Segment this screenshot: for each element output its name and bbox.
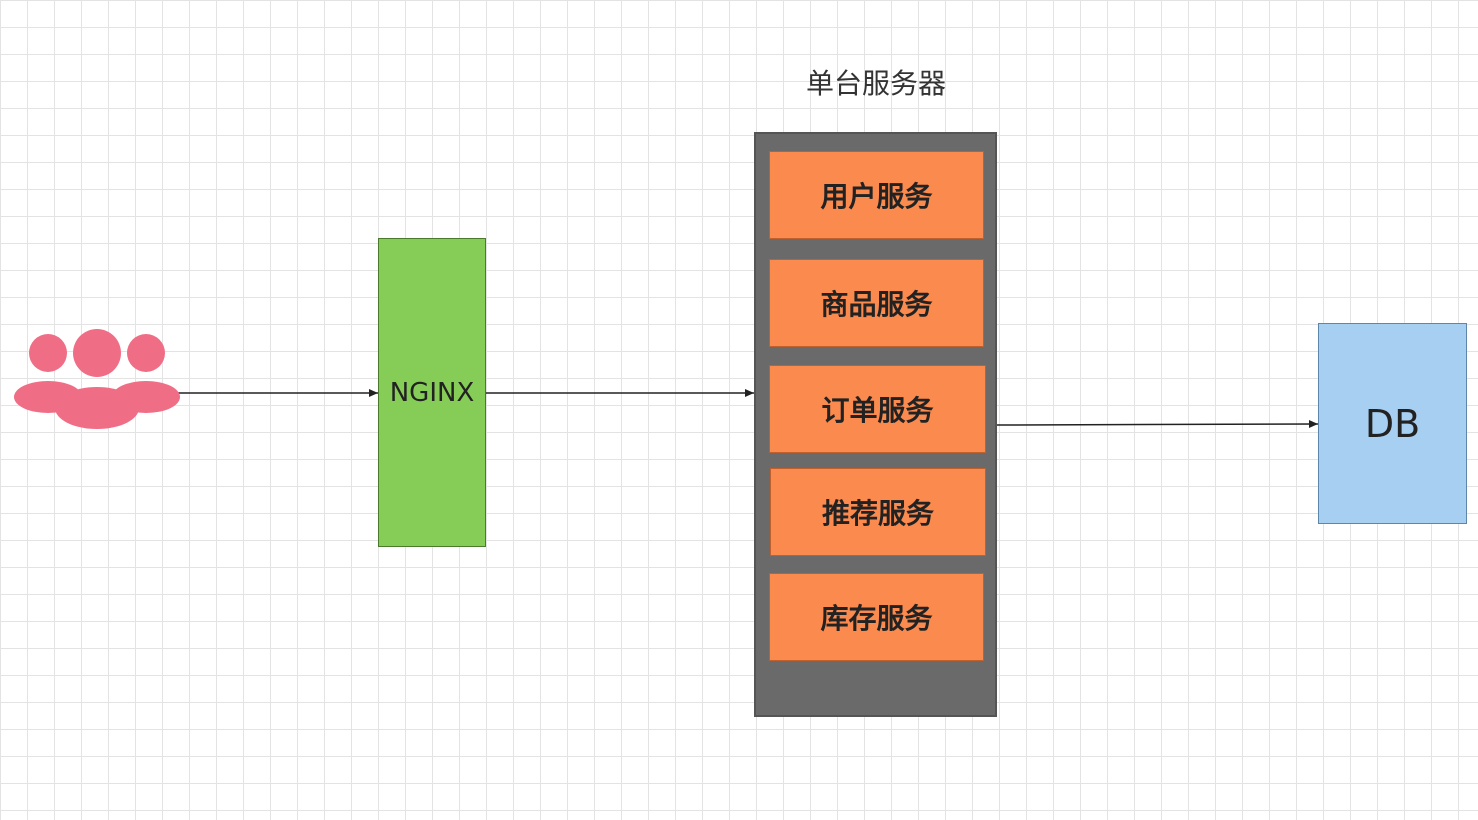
service-inventory[interactable]: 库存服务 [769, 573, 984, 661]
db-label: DB [1364, 401, 1421, 446]
nginx-label: NGINX [389, 377, 475, 408]
nginx-node[interactable]: NGINX [378, 238, 486, 547]
server-node[interactable]: 用户服务 商品服务 订单服务 推荐服务 库存服务 [754, 132, 997, 717]
service-user[interactable]: 用户服务 [769, 151, 984, 239]
users-icon [14, 329, 180, 429]
service-product[interactable]: 商品服务 [769, 259, 984, 347]
server-title: 单台服务器 [805, 67, 946, 100]
service-order[interactable]: 订单服务 [769, 365, 986, 453]
db-node[interactable]: DB [1318, 323, 1467, 524]
service-recommend[interactable]: 推荐服务 [770, 468, 986, 556]
edge-server-to-db [996, 420, 1319, 429]
